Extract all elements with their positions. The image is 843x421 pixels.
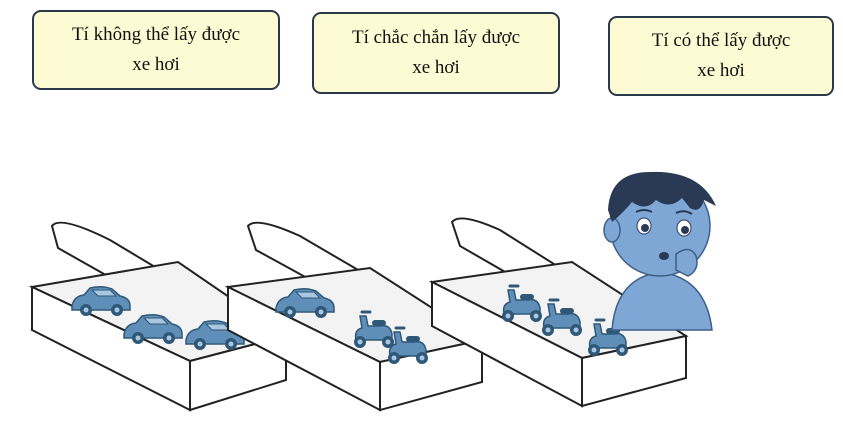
answer-option-cannot-line2: xe hơi [132,54,180,75]
boy-figure [603,171,716,331]
toy-box-scooters-only [428,217,689,408]
answer-option-possible[interactable]: Tí có thể lấy được xe hơi [608,16,834,96]
answer-option-cannot-line1: Tí không thể lấy được [71,24,241,45]
answer-option-certain-line2: xe hơi [412,57,460,78]
toy-box-mixed [224,221,485,412]
answer-option-cannot[interactable]: Tí không thể lấy được xe hơi [32,10,280,90]
answer-option-certain[interactable]: Tí chắc chắn lấy được xe hơi [312,12,560,94]
answer-option-possible-line1: Tí có thể lấy được [651,30,791,51]
answer-option-possible-line2: xe hơi [697,60,745,81]
answer-option-certain-line1: Tí chắc chắn lấy được [351,27,521,48]
